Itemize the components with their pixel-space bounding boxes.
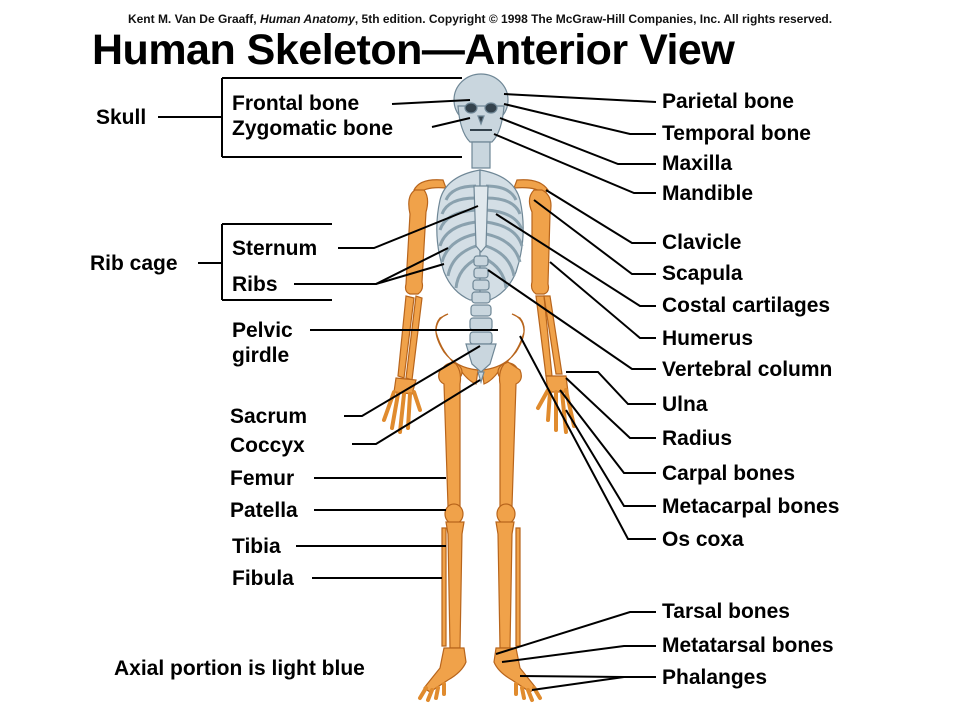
label-zygomatic-bone: Zygomatic bone bbox=[232, 117, 394, 140]
label-vertebral-column: Vertebral column bbox=[662, 358, 833, 381]
label-temporal-bone: Temporal bone bbox=[662, 122, 811, 145]
label-tibia: Tibia bbox=[232, 535, 281, 558]
leader-lines bbox=[158, 77, 657, 691]
copyright-author: Kent M. Van De Graaff, bbox=[127, 12, 260, 26]
label-ribs: Ribs bbox=[232, 273, 278, 296]
copyright-book: Human Anatomy bbox=[259, 12, 355, 26]
label-rib-cage: Rib cage bbox=[90, 252, 178, 275]
copyright-line: Kent M. Van De Graaff, Human Anatomy, 5t… bbox=[0, 12, 960, 26]
label-fibula: Fibula bbox=[232, 567, 294, 590]
label-carpal-bones: Carpal bones bbox=[662, 462, 796, 485]
label-tarsal-bones: Tarsal bones bbox=[662, 600, 790, 623]
label-sacrum: Sacrum bbox=[230, 405, 308, 428]
axial-skeleton bbox=[436, 73, 524, 385]
label-maxilla: Maxilla bbox=[662, 152, 733, 175]
label-radius: Radius bbox=[662, 427, 733, 450]
label-patella: Patella bbox=[230, 499, 298, 522]
label-sternum: Sternum bbox=[232, 237, 318, 260]
label-clavicle: Clavicle bbox=[662, 231, 742, 254]
label-girdle: girdle bbox=[232, 344, 290, 367]
label-humerus: Humerus bbox=[662, 327, 754, 350]
label-scapula: Scapula bbox=[662, 262, 743, 285]
label-metacarpal-bones: Metacarpal bones bbox=[662, 495, 840, 518]
label-os-coxa: Os coxa bbox=[662, 528, 744, 551]
footnote-axial: Axial portion is light blue bbox=[114, 657, 365, 680]
label-coccyx: Coccyx bbox=[230, 434, 305, 457]
label-parietal-bone: Parietal bone bbox=[662, 90, 794, 113]
page-title: Human Skeleton—Anterior View bbox=[92, 26, 735, 74]
appendicular-skeleton bbox=[382, 179, 576, 702]
copyright-rest: , 5th edition. Copyright © 1998 The McGr… bbox=[354, 12, 833, 26]
label-pelvic: Pelvic bbox=[232, 319, 293, 342]
label-frontal-bone: Frontal bone bbox=[232, 92, 360, 115]
label-femur: Femur bbox=[230, 467, 295, 490]
vertebrae bbox=[469, 255, 493, 345]
label-mandible: Mandible bbox=[662, 182, 754, 205]
label-ulna: Ulna bbox=[662, 393, 708, 416]
label-skull: Skull bbox=[96, 106, 147, 129]
label-phalanges: Phalanges bbox=[662, 666, 768, 689]
label-costal-cartilages: Costal cartilages bbox=[662, 294, 831, 317]
label-metatarsal-bones: Metatarsal bones bbox=[662, 634, 834, 657]
